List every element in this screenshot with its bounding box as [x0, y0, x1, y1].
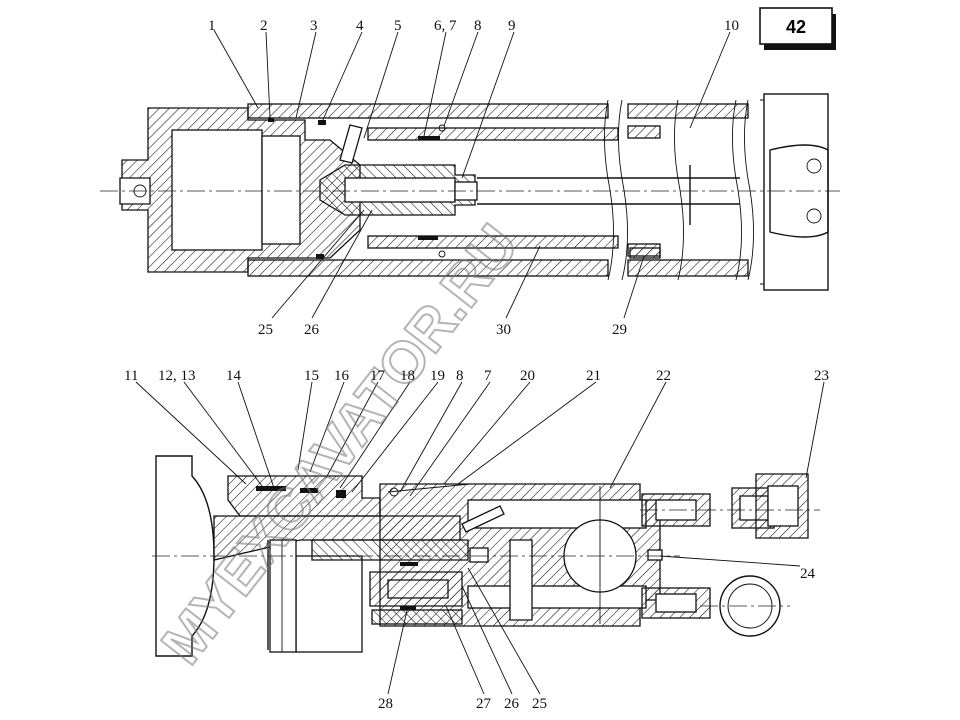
callout-16: 16 — [334, 368, 350, 384]
callout-8: 8 — [474, 18, 482, 34]
callout-28: 28 — [378, 696, 393, 712]
callout-1: 1 — [208, 18, 216, 34]
callout-18: 18 — [400, 368, 415, 384]
callout-7: 7 — [484, 368, 492, 384]
top-callout-labels: 1 2 3 4 5 6, 7 8 9 10 25 26 30 29 — [208, 18, 739, 338]
callout-3: 3 — [310, 18, 318, 34]
callout-5: 5 — [394, 18, 402, 34]
callout-30: 30 — [496, 322, 511, 338]
callout-2: 2 — [260, 18, 268, 34]
callout-9: 9 — [508, 18, 516, 34]
callout-21: 21 — [586, 368, 601, 384]
callout-4: 4 — [356, 18, 364, 34]
callout-15: 15 — [304, 368, 319, 384]
callout-20: 20 — [520, 368, 535, 384]
callout-27: 27 — [476, 696, 492, 712]
bottom-leader-lines — [135, 381, 825, 695]
bottom-section-view — [152, 455, 820, 657]
bottom-callout-labels: 11 12, 13 14 15 16 17 18 19 8 7 20 21 22… — [124, 368, 829, 712]
callout-14: 14 — [226, 368, 242, 384]
page-number: 42 — [786, 17, 806, 37]
callout-6-7: 6, 7 — [434, 18, 457, 34]
callout-24: 24 — [800, 566, 816, 582]
callout-12-13: 12, 13 — [158, 368, 196, 384]
callout-26: 26 — [304, 322, 320, 338]
callout-22: 22 — [656, 368, 671, 384]
callout-11: 11 — [124, 368, 138, 384]
callout-17: 17 — [370, 368, 386, 384]
callout-10: 10 — [724, 18, 739, 34]
callout-19: 19 — [430, 368, 445, 384]
callout-23: 23 — [814, 368, 829, 384]
callout-25: 25 — [258, 322, 273, 338]
callout-26-bottom: 26 — [504, 696, 520, 712]
callout-29: 29 — [612, 322, 627, 338]
callout-25-bottom: 25 — [532, 696, 547, 712]
top-section-view — [100, 93, 840, 291]
top-leader-lines — [213, 29, 731, 319]
page-number-box: 42 — [759, 7, 836, 50]
callout-8-bottom: 8 — [456, 368, 464, 384]
